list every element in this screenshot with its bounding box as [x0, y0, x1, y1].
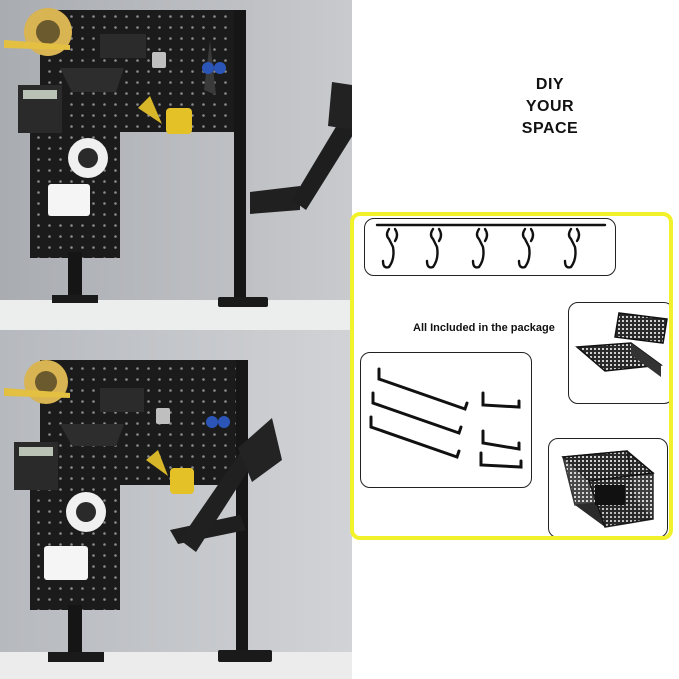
wire-basket-card: [548, 438, 668, 536]
vesa-plate: [328, 82, 352, 130]
photo-pegboard-arm-extended: [0, 330, 352, 679]
wire-basket-illustration: [561, 450, 655, 528]
headline-line-1: DIY: [535, 76, 565, 93]
headline-line-3: SPACE: [521, 120, 579, 137]
headline: DIY YOUR SPACE: [505, 74, 595, 140]
s-hooks-card: [364, 218, 616, 276]
s-hooks-illustration: [375, 223, 607, 269]
mesh-shelf-card: [568, 302, 669, 404]
pegboard-hooks-card: [360, 352, 532, 488]
monitor-arm: [292, 120, 352, 210]
included-label: All Included in the package: [413, 322, 555, 334]
vesa-plate: [238, 418, 282, 482]
photo-pegboard-arm-retracted: [0, 0, 352, 330]
headline-line-2: YOUR: [525, 98, 575, 115]
monitor-pole: [234, 10, 246, 300]
mesh-shelf-illustration: [575, 312, 668, 377]
monitor-pole: [236, 360, 248, 655]
package-contents-panel: All Included in the package: [350, 212, 673, 540]
pegboard-hooks-illustration: [369, 367, 523, 469]
